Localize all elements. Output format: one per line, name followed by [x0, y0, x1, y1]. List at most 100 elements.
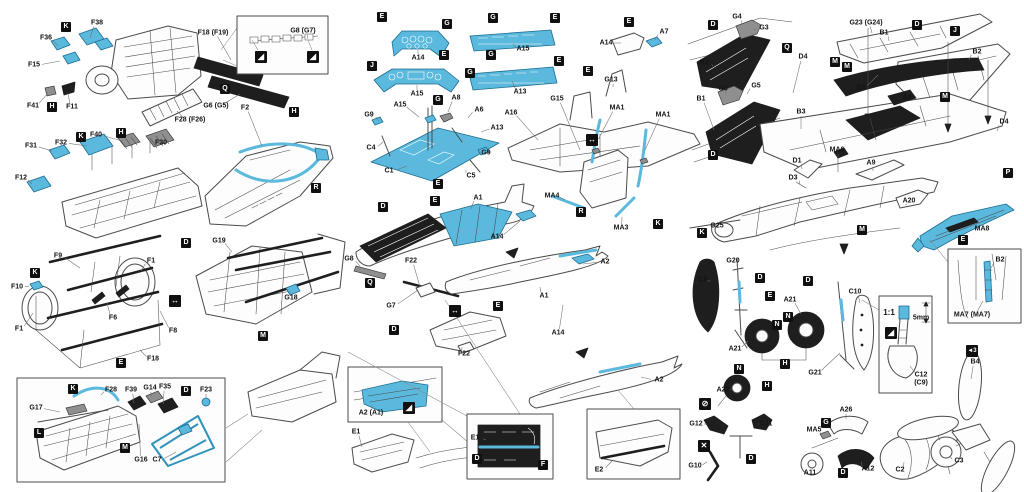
part-label-a11: A11	[803, 469, 817, 477]
leader-line	[539, 286, 542, 293]
tail-strip-inset-art	[586, 389, 681, 480]
sprue-marker-d: D	[181, 386, 191, 396]
sprue-marker-r: R	[311, 183, 321, 193]
sprue-marker-g: G	[821, 418, 831, 428]
part-label-f12: F12	[14, 174, 28, 182]
part-label-c12: C12	[914, 371, 928, 379]
part-label-c10: C10	[848, 288, 862, 296]
part-label-ma6: MA6	[829, 146, 845, 154]
part-label-d3: D3	[788, 174, 798, 182]
leader-line	[482, 438, 487, 441]
leader-line	[560, 102, 581, 151]
leader-line	[27, 179, 33, 185]
leader-line	[64, 257, 81, 269]
sprue-marker-e: E	[624, 17, 634, 27]
leader-line	[909, 365, 916, 373]
sprue-marker-e: E	[550, 13, 560, 23]
part-label-f8: F8	[168, 327, 178, 335]
sprue-marker-k: K	[61, 22, 71, 32]
part-label-g5: G5	[751, 82, 761, 90]
leader-line	[447, 101, 453, 113]
part-label-g8-g7: G8 (G7)	[290, 27, 316, 35]
wheel-well-liners-art	[687, 17, 793, 165]
part-label-g8: G8	[344, 255, 354, 263]
sprue-marker-m: M	[857, 225, 867, 235]
sprue-marker-d: D	[708, 20, 718, 30]
part-label-g3: G3	[759, 24, 769, 32]
leader-line	[43, 408, 61, 413]
leader-line	[248, 111, 263, 147]
part-label-f18: F18	[146, 355, 160, 363]
leader-line	[358, 435, 363, 448]
part-label-a2: A2	[654, 376, 664, 384]
leader-line	[798, 180, 801, 185]
leader-line	[68, 143, 88, 147]
leader-line	[139, 349, 147, 357]
part-label-g6: G6	[718, 85, 728, 93]
engine-detail-inset-art	[16, 377, 226, 483]
sprue-marker-f: F	[538, 460, 548, 470]
leader-line	[67, 92, 71, 104]
leader-line	[976, 300, 984, 312]
leader-line	[821, 352, 841, 371]
part-label-a1: A1	[473, 194, 483, 202]
leader-line	[858, 295, 861, 304]
sprue-marker-e: E	[493, 301, 503, 311]
leader-line	[38, 92, 49, 104]
leader-line	[640, 376, 652, 380]
bend-arrows-icon: ↔	[586, 134, 598, 146]
leader-line	[996, 125, 1000, 132]
gun-cowling-art	[911, 203, 1015, 253]
fuselage-interior-art	[353, 183, 537, 354]
leader-line	[306, 34, 309, 40]
part-label-b5: B5	[856, 84, 866, 92]
sprue-marker-e: E	[433, 179, 443, 189]
sprue-marker-d: D	[708, 150, 718, 160]
leader-line	[397, 289, 419, 305]
part-label-f9: F9	[53, 252, 63, 260]
leader-line	[746, 88, 751, 95]
part-label-f10: F10	[10, 283, 24, 291]
part-label-b4: B4	[970, 358, 980, 366]
part-label-a20: A20	[902, 197, 916, 205]
leader-line	[103, 135, 123, 142]
propeller-assembly-art	[897, 351, 1016, 492]
part-label-a2-a1: A2 (A1)	[358, 409, 384, 417]
leader-line	[654, 34, 659, 41]
scale-ratio-label: 1:1	[883, 308, 895, 317]
leader-line	[736, 264, 739, 271]
leader-line	[949, 455, 953, 460]
part-label-a7: A7	[659, 28, 669, 36]
leader-line	[151, 139, 154, 142]
part-label-g25: G25	[710, 222, 724, 230]
leader-line	[887, 36, 890, 42]
leader-line	[162, 390, 165, 405]
part-label-a6: A6	[474, 106, 484, 114]
sprue-marker-g: G	[433, 95, 443, 105]
part-label-ma4: MA4	[544, 192, 560, 200]
sprue-marker-h: H	[116, 128, 126, 138]
leader-line	[869, 26, 873, 34]
leader-line	[860, 461, 863, 467]
sprue-marker-m: M	[830, 57, 840, 67]
leader-line	[605, 460, 613, 468]
part-label-e2: E2	[594, 466, 604, 474]
landing-gear-art	[692, 257, 875, 482]
part-label-f1: F1	[146, 257, 156, 265]
part-label-b3: B3	[796, 108, 806, 116]
sprue-marker-l: L	[34, 428, 44, 438]
part-label-f36: F36	[39, 34, 53, 42]
part-label-c9: C9	[698, 276, 708, 284]
leader-line	[140, 263, 146, 272]
leader-line	[106, 302, 111, 315]
part-label-g4: G4	[732, 13, 742, 21]
part-label-f18-f19: F18 (F19)	[197, 29, 229, 37]
leader-line	[100, 391, 105, 396]
sprue-marker-k: K	[697, 228, 707, 238]
part-label-g20: G20	[726, 257, 740, 265]
part-label-g9: G9	[481, 149, 491, 157]
sprue-marker-q: Q	[220, 84, 230, 94]
leader-line	[132, 393, 135, 404]
sprue-marker-n: N	[783, 312, 793, 322]
